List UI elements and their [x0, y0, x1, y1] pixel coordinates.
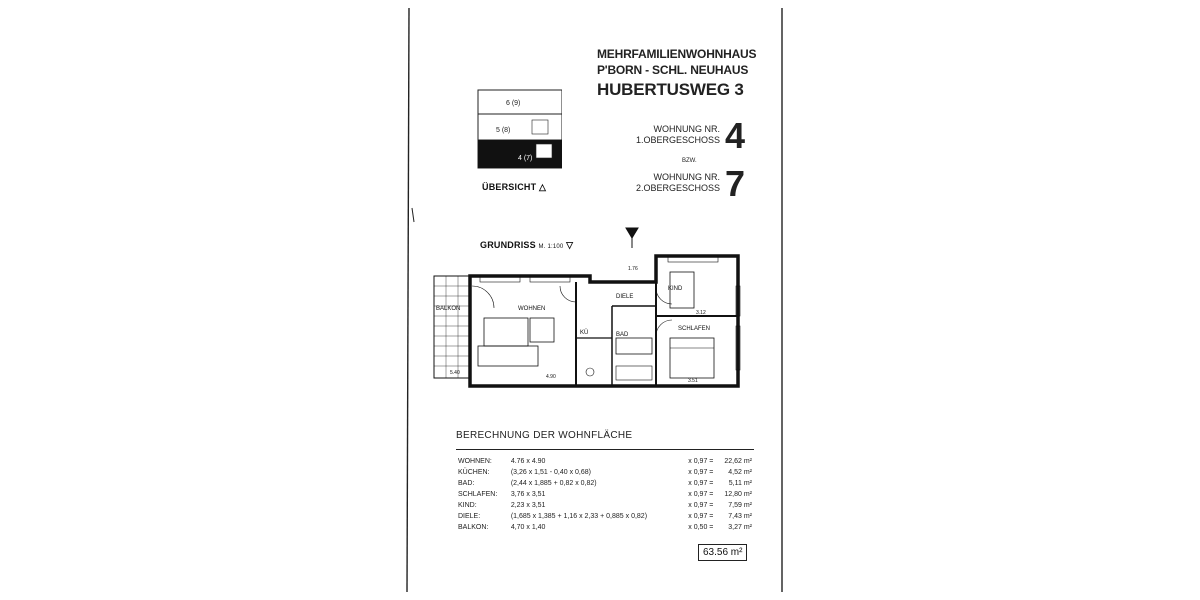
calc-room: DIELE: — [458, 513, 481, 520]
title-line-3: HUBERTUSWEG 3 — [597, 80, 744, 99]
overview-diagram: 6 (9) 5 (8) 4 (7) — [477, 89, 562, 169]
calc-area: 3,27 m² — [728, 524, 752, 531]
title-line-1: MEHRFAMILIENWOHNHAUS — [597, 47, 757, 61]
sheet-left-border — [406, 8, 415, 592]
dim-label: 5.40 — [450, 370, 460, 376]
calc-room: KÜCHEN: — [458, 469, 490, 476]
unit-label: WOHNUNG NR. 1.OBERGESCHOSS — [635, 124, 720, 145]
room-kueche: KÜ — [580, 329, 588, 336]
calculation-row: BALKON: 4,70 x 1,40 x 0,50 = 3,27 m² — [456, 522, 754, 533]
room-wohnen: WOHNEN — [518, 306, 545, 312]
calc-area: 5,11 m² — [728, 480, 752, 487]
floor-plan-sheet: MEHRFAMILIENWOHNHAUS P'BORN - SCHL. NEUH… — [402, 8, 784, 592]
calculation-table: WOHNEN: 4.76 x 4.90 x 0,97 = 22,62 m² KÜCHEN… — [456, 456, 754, 533]
floor-plan-drawing: WOHNEN DIELE KIND SCHLAFEN BALKON BAD KÜ… — [433, 227, 741, 388]
overview-cell-top: 6 (9) — [506, 100, 520, 107]
triangle-down-icon: ▽ — [566, 240, 574, 250]
overview-label: ÜBERSICHT △ — [482, 182, 547, 192]
calc-room: BAD: — [458, 480, 475, 487]
calc-formula: 4.76 x 4.90 — [510, 458, 546, 465]
unit-number: 7 — [725, 163, 746, 204]
calc-formula: (3,26 x 1,51 - 0,40 x 0,68) — [510, 469, 591, 476]
calc-factor: x 0,50 = — [688, 524, 714, 531]
calc-formula: (2,44 x 1,885 + 0,82 x 0,82) — [510, 480, 597, 487]
calc-factor: x 0,97 = — [688, 502, 714, 509]
calc-factor: x 0,97 = — [688, 513, 714, 520]
calculation-row: SCHLAFEN: 3,76 x 3,51 x 0,97 = 12,80 m² — [456, 489, 754, 500]
triangle-up-icon: △ — [539, 182, 547, 192]
dim-label: 1.76 — [628, 266, 638, 272]
calc-area: 4,52 m² — [728, 469, 752, 476]
calculation-row: WOHNEN: 4.76 x 4.90 x 0,97 = 22,62 m² — [456, 456, 754, 467]
building-title: MEHRFAMILIENWOHNHAUS P'BORN - SCHL. NEUH… — [597, 46, 757, 98]
overview-cell-bottom: 4 (7) — [518, 155, 532, 162]
calc-room: BALKON: — [458, 524, 489, 531]
calc-formula: 4,70 x 1,40 — [510, 524, 546, 531]
dim-label: 3.51 — [688, 378, 698, 384]
sheet-right-border — [781, 8, 783, 592]
calc-area: 7,59 m² — [728, 502, 752, 509]
calc-factor: x 0,97 = — [688, 491, 714, 498]
overview-cell-mid: 5 (8) — [496, 127, 510, 134]
calc-formula: 3,76 x 3,51 — [510, 491, 546, 498]
calc-room: KIND: — [458, 502, 477, 509]
calc-factor: x 0,97 = — [688, 458, 714, 465]
calc-area: 12,80 m² — [724, 491, 752, 498]
unit-numbers: WOHNUNG NR. 1.OBERGESCHOSS 4 BZW. WOHNUN… — [620, 118, 780, 202]
calculation-rule — [456, 449, 754, 450]
room-kind: KIND — [668, 286, 683, 292]
title-line-2: P'BORN - SCHL. NEUHAUS — [597, 63, 749, 77]
calc-formula: (1,685 x 1,385 + 1,16 x 2,33 + 0,885 x 0… — [510, 513, 648, 520]
dim-label: 4.90 — [546, 374, 556, 380]
room-bad: BAD — [616, 332, 629, 338]
calc-room: WOHNEN: — [458, 458, 492, 465]
calculation-row: BAD: (2,44 x 1,885 + 0,82 x 0,82) x 0,97 =… — [456, 478, 754, 489]
calc-factor: x 0,97 = — [688, 469, 714, 476]
unit-row-1: WOHNUNG NR. 1.OBERGESCHOSS 4 — [620, 118, 780, 154]
dim-label: 3.12 — [696, 310, 706, 316]
calc-formula: 2,23 x 3,51 — [510, 502, 546, 509]
room-diele: DIELE — [616, 294, 633, 300]
area-calculation: BERECHNUNG DER WOHNFLÄCHE WOHNEN: 4.76 x … — [456, 430, 754, 533]
unit-number: 4 — [725, 115, 746, 156]
calc-room: SCHLAFEN: — [458, 491, 498, 498]
bzw-label: BZW. — [682, 158, 697, 164]
calculation-row: KIND: 2,23 x 3,51 x 0,97 = 7,59 m² — [456, 500, 754, 511]
unit-row-2: WOHNUNG NR. 2.OBERGESCHOSS 7 — [620, 166, 780, 202]
calc-area: 22,62 m² — [724, 458, 752, 465]
calculation-row: KÜCHEN: (3,26 x 1,51 - 0,40 x 0,68) x 0,97… — [456, 467, 754, 478]
unit-label: WOHNUNG NR. 2.OBERGESCHOSS — [635, 172, 720, 193]
calculation-title: BERECHNUNG DER WOHNFLÄCHE — [456, 430, 633, 441]
total-area: 63.56 m² — [698, 544, 748, 561]
room-balkon: BALKON — [436, 306, 460, 312]
calculation-row: DIELE: (1,685 x 1,385 + 1,16 x 2,33 + 0,8… — [456, 511, 754, 522]
calc-area: 7,43 m² — [728, 513, 752, 520]
calc-factor: x 0,97 = — [688, 480, 714, 487]
room-schlafen: SCHLAFEN — [678, 326, 710, 332]
floorplan-label: GRUNDRISS M. 1:100 ▽ — [480, 240, 574, 250]
